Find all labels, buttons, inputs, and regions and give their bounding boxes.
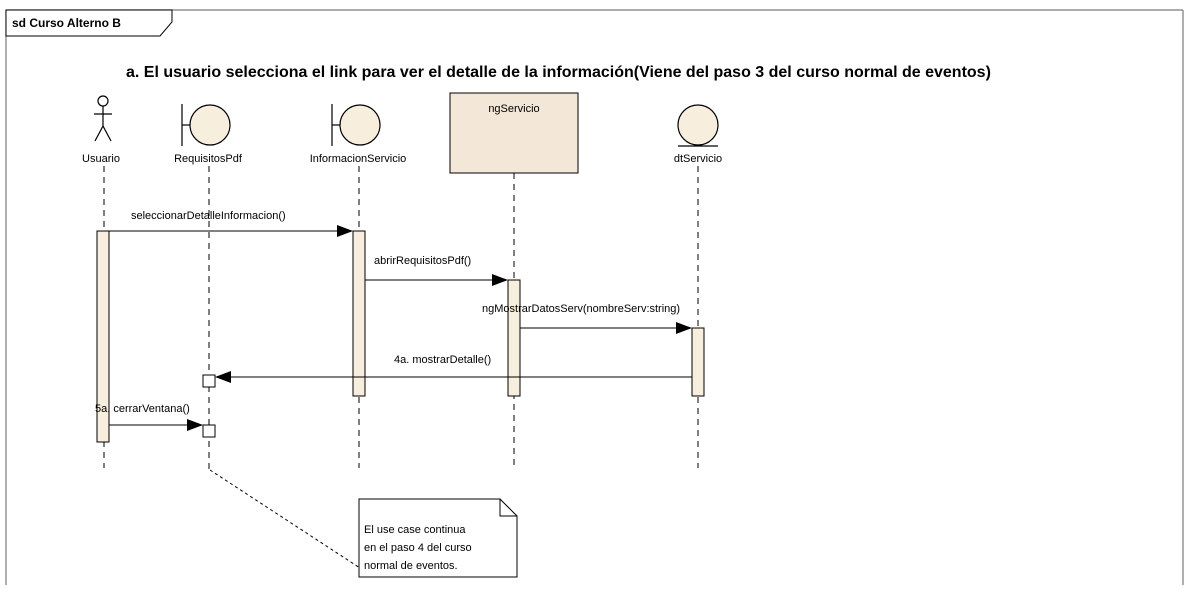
frame-tag-label: sd Curso Alterno B: [12, 16, 121, 30]
note-line-1: El use case continua: [364, 524, 466, 536]
note: El use case continua en el paso 4 del cu…: [209, 469, 518, 578]
lifeline-label-dt-servicio: dtServicio: [674, 153, 722, 165]
lifeline-box-ng-servicio: [449, 92, 579, 174]
note-line-2: en el paso 4 del curso: [364, 542, 472, 554]
note-box: [358, 498, 518, 578]
actor-icon: [94, 95, 112, 142]
note-dogear: [499, 499, 517, 517]
message-label-5: 5a. cerrarVentana(): [95, 403, 190, 415]
diagram-frame: sd Curso Alterno B: [5, 9, 1184, 585]
lifeline-usuario: Usuario: [82, 95, 120, 468]
lifeline-label-ng-servicio: ngServicio: [488, 103, 539, 115]
lifeline-ng-servicio: ngServicio: [449, 92, 579, 468]
lifeline-informacion-servicio: InformacionServicio: [310, 104, 407, 468]
lifeline-label-requisitos-pdf: RequisitosPdf: [174, 153, 243, 165]
diagram-heading: a. El usuario selecciona el link para ve…: [126, 64, 991, 81]
message-label-2: abrirRequisitosPdf(): [374, 255, 471, 267]
activation-usuario: [96, 230, 110, 443]
note-connector: [209, 469, 361, 569]
boundary-icon: [181, 104, 231, 146]
message-label-3: ngMostrarDatosServ(nombreServ:string): [482, 303, 680, 315]
message-label-4: 4a. mostrarDetalle(): [394, 354, 491, 366]
frame-tag-pentagon: [5, 9, 173, 37]
lifeline-dt-servicio: dtServicio: [674, 104, 722, 468]
lifeline-requisitos-pdf: RequisitosPdf: [174, 104, 243, 470]
activation-requisitos-pdf-2: [202, 424, 216, 438]
activation-ng-servicio: [507, 279, 521, 397]
message-label-1: seleccionarDetalleInformacion(): [131, 210, 286, 222]
lifeline-label-informacion-servicio: InformacionServicio: [310, 153, 407, 165]
activation-requisitos-pdf-1: [202, 374, 216, 388]
activation-informacion-servicio: [352, 230, 366, 397]
boundary-icon: [331, 104, 381, 146]
entity-icon: [677, 104, 719, 147]
activation-dt-servicio: [691, 327, 705, 397]
lifeline-label-usuario: Usuario: [82, 153, 120, 165]
note-line-3: normal de eventos.: [364, 560, 458, 572]
